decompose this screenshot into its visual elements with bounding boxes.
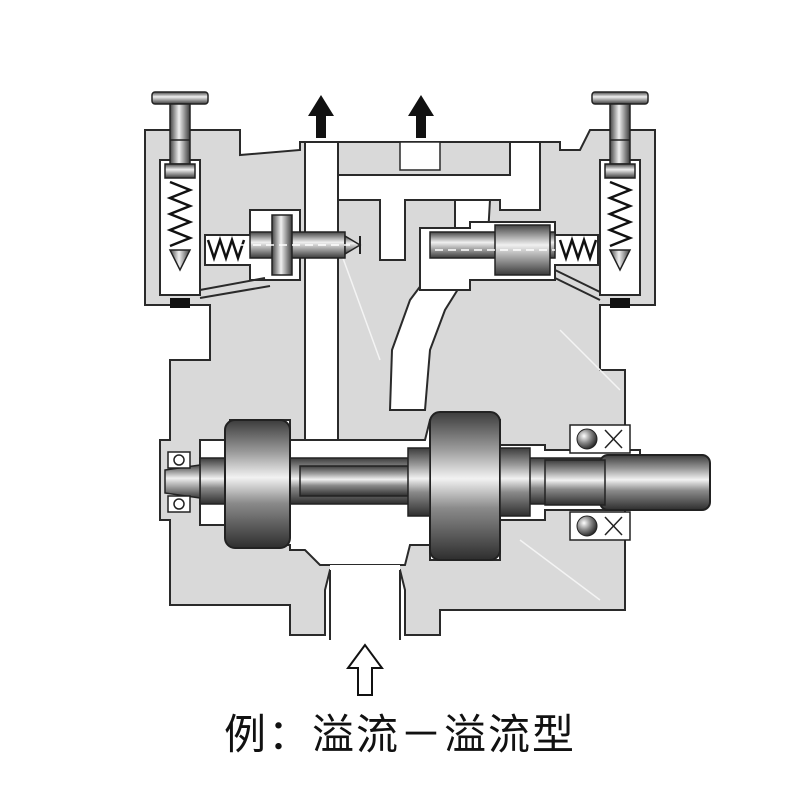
diagram-caption: 例：溢流－溢流型 <box>223 710 576 759</box>
right-spool-land <box>429 411 501 561</box>
right-horizontal-spring <box>558 236 598 262</box>
left-outlet-channel <box>304 141 339 441</box>
left-poppet <box>168 249 192 272</box>
left-adjust-screw <box>169 103 191 165</box>
left-valve-cavity <box>159 159 201 296</box>
spool-shaft-thin <box>299 465 411 497</box>
left-vertical-spring <box>166 180 194 248</box>
upper-crossover-channel <box>337 141 541 261</box>
right-adjust-knob <box>591 91 649 105</box>
right-valve-cavity <box>599 159 641 296</box>
right-relief-valve <box>419 91 649 308</box>
valve-cross-section-diagram <box>144 91 711 696</box>
right-poppet <box>608 249 632 272</box>
drive-shaft <box>599 454 711 511</box>
right-adjust-screw <box>609 103 631 165</box>
right-vertical-spring <box>606 180 634 248</box>
inlet-channel <box>330 565 400 640</box>
left-bearing <box>167 451 191 513</box>
left-relief-valve <box>151 91 362 308</box>
right-seal <box>610 298 630 308</box>
inlet-arrow-icon <box>346 643 384 696</box>
shading-lines <box>339 249 621 601</box>
left-spool-land <box>224 419 291 549</box>
left-adjust-knob <box>151 91 209 105</box>
main-spool <box>164 411 711 561</box>
outlet-arrow-right-icon <box>408 95 434 138</box>
left-seal <box>170 298 190 308</box>
right-ball-bearing <box>569 424 631 541</box>
outlet-arrow-left-icon <box>308 95 334 138</box>
left-horizontal-spring <box>206 236 246 262</box>
right-outlet-notch <box>399 141 441 171</box>
